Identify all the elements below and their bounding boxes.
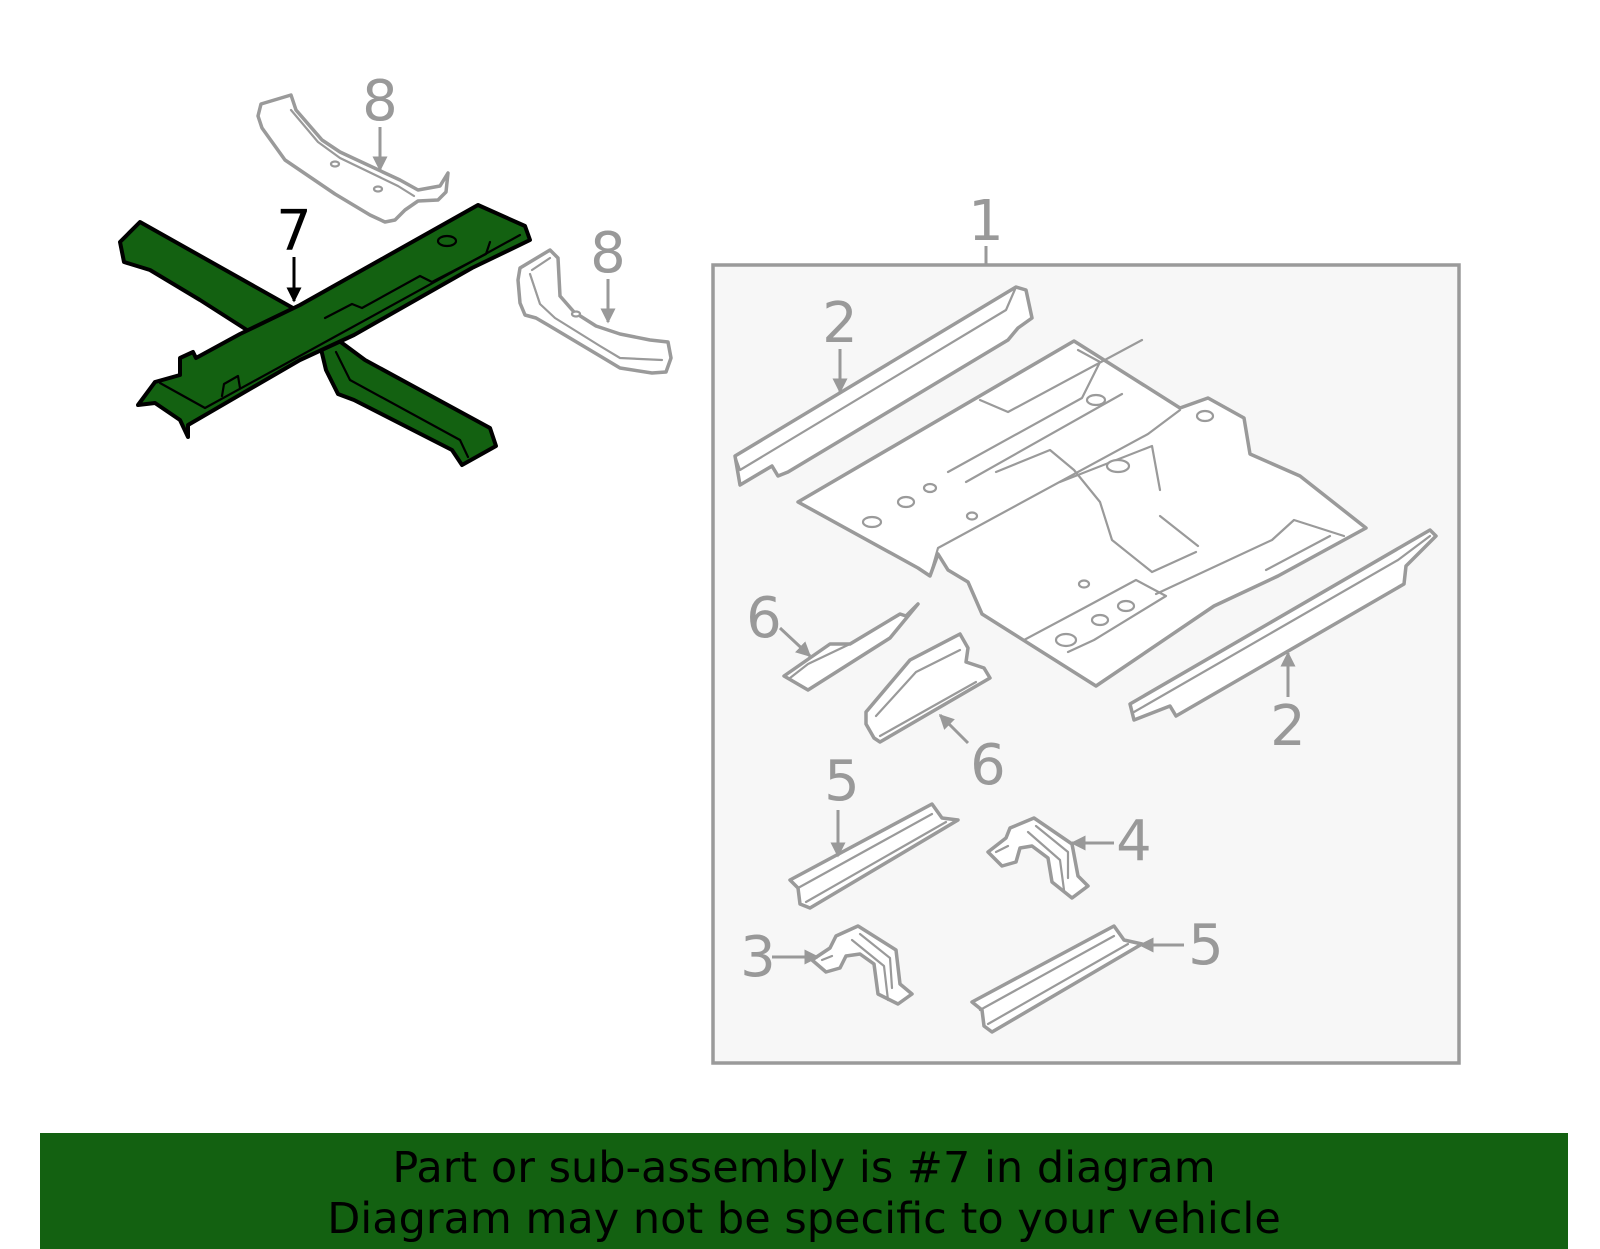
part-6-upper-leader <box>778 626 812 658</box>
part-6-upper <box>782 602 920 692</box>
callout-5-upper: 5 <box>824 749 860 814</box>
part-7-highlighted <box>118 203 532 467</box>
callout-2-lower: 2 <box>1270 694 1306 759</box>
part-8-upper <box>256 93 450 224</box>
part-4 <box>986 816 1090 900</box>
callout-5-lower: 5 <box>1188 913 1224 978</box>
part-5-lower <box>970 924 1144 1034</box>
callout-7: 7 <box>276 199 312 264</box>
part-6-lower <box>864 632 992 744</box>
part-5-upper <box>788 802 960 910</box>
part-1-floor-pan <box>796 338 1368 688</box>
callout-4: 4 <box>1116 809 1152 874</box>
callout-8-lower: 8 <box>590 221 626 286</box>
info-banner: Part or sub-assembly is #7 in diagram Di… <box>40 1133 1568 1249</box>
callout-6-upper: 6 <box>746 586 782 651</box>
part-2-lower <box>1128 528 1438 722</box>
part-6-lower-leader <box>938 713 970 745</box>
callout-2-upper: 2 <box>822 291 858 356</box>
banner-line-1: Part or sub-assembly is #7 in diagram <box>392 1143 1216 1193</box>
callout-8-upper: 8 <box>362 69 398 134</box>
part-8-lower <box>516 248 673 375</box>
part-2-upper <box>733 285 1034 487</box>
callout-3: 3 <box>740 925 776 990</box>
part-3 <box>810 924 914 1006</box>
banner-line-2: Diagram may not be specific to your vehi… <box>327 1194 1281 1244</box>
callout-1: 1 <box>968 189 1004 254</box>
callout-6-lower: 6 <box>970 733 1006 798</box>
